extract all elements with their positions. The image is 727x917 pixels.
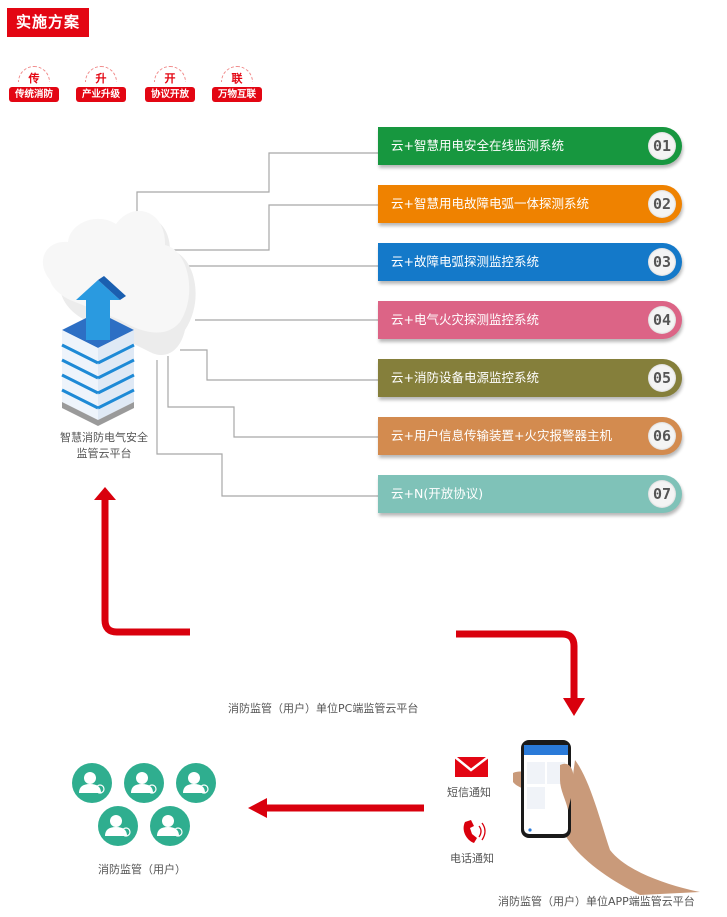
connector-01 [136,152,378,232]
phone-notify-label: 电话通知 [450,852,494,865]
system-bar-05[interactable]: 云+消防设备电源监控系统 05 [378,359,682,397]
system-bar-06[interactable]: 云+用户信息传输装置+火灾报警器主机 06 [378,417,682,455]
system-number-badge: 01 [648,132,676,160]
system-label: 云+故障电弧探测监控系统 [391,254,539,269]
tag-char: 升 [95,72,107,85]
system-bar-02[interactable]: 云+智慧用电故障电弧一体探测系统 02 [378,185,682,223]
connector-02 [152,204,378,251]
cloud-icon [42,210,196,356]
system-label: 云+用户信息传输装置+火灾报警器主机 [391,428,612,443]
system-number-badge: 06 [648,422,676,450]
tag-label: 产业升级 [76,87,126,102]
arrowhead-down [563,698,585,716]
connector-06 [167,356,378,438]
system-number-badge: 07 [648,480,676,508]
platform-label: 智慧消防电气安全 监管云平台 [44,430,164,462]
user-avatar-icon [176,763,216,803]
connector-07 [156,360,378,497]
system-label: 云+消防设备电源监控系统 [391,370,539,385]
server-stack-icon [61,312,135,426]
system-bar-01[interactable]: 云+智慧用电安全在线监测系统 01 [378,127,682,165]
system-label: 云+智慧用电安全在线监测系统 [391,138,564,153]
system-number-badge: 03 [648,248,676,276]
tag-label: 传统消防 [9,87,59,102]
users-group [72,763,216,846]
envelope-icon [454,756,489,777]
system-label: 云+N(开放协议) [391,486,484,501]
upload-arrow-icon [76,276,126,340]
user-avatar-icon [72,763,112,803]
system-number-badge: 05 [648,364,676,392]
hand-holding-phone-icon [513,740,700,895]
arrowhead-up [94,487,116,500]
user-avatar-icon [150,806,190,846]
system-number-badge: 04 [648,306,676,334]
tag-industry-upgrade: 升 产业升级 [76,66,126,106]
system-bar-07[interactable]: 云+N(开放协议) 07 [378,475,682,513]
tag-char: 联 [231,72,243,85]
platform-label-line2: 监管云平台 [76,447,132,460]
system-bar-03[interactable]: 云+故障电弧探测监控系统 03 [378,243,682,281]
tag-traditional-fire: 传 传统消防 [9,66,59,106]
system-label: 云+智慧用电故障电弧一体探测系统 [391,196,589,211]
arrow-up-to-platform [101,500,190,636]
phone-icon [463,820,486,843]
users-label: 消防监管（用户） [98,863,186,876]
arrowhead-left [248,798,267,818]
tag-open-protocol: 开 协议开放 [145,66,195,106]
connector-lines [136,152,378,497]
connector-05 [180,349,378,381]
app-platform-label: 消防监管（用户）单位APP端监管云平台 [498,895,695,908]
system-label: 云+电气火灾探测监控系统 [391,312,539,327]
system-number-badge: 02 [648,190,676,218]
pc-platform-label: 消防监管（用户）单位PC端监管云平台 [228,702,419,715]
user-avatar-icon [98,806,138,846]
tag-char: 开 [164,72,176,85]
section-title: 实施方案 [7,8,89,37]
arrow-down-to-app [456,630,578,700]
user-avatar-icon [124,763,164,803]
system-bar-04[interactable]: 云+电气火灾探测监控系统 04 [378,301,682,339]
sms-notify-label: 短信通知 [447,786,491,799]
tag-label: 万物互联 [212,87,262,102]
platform-label-line1: 智慧消防电气安全 [60,431,148,444]
tag-label: 协议开放 [145,87,195,102]
tag-iot: 联 万物互联 [212,66,262,106]
flow-arrows [101,500,578,812]
tag-char: 传 [28,72,40,85]
